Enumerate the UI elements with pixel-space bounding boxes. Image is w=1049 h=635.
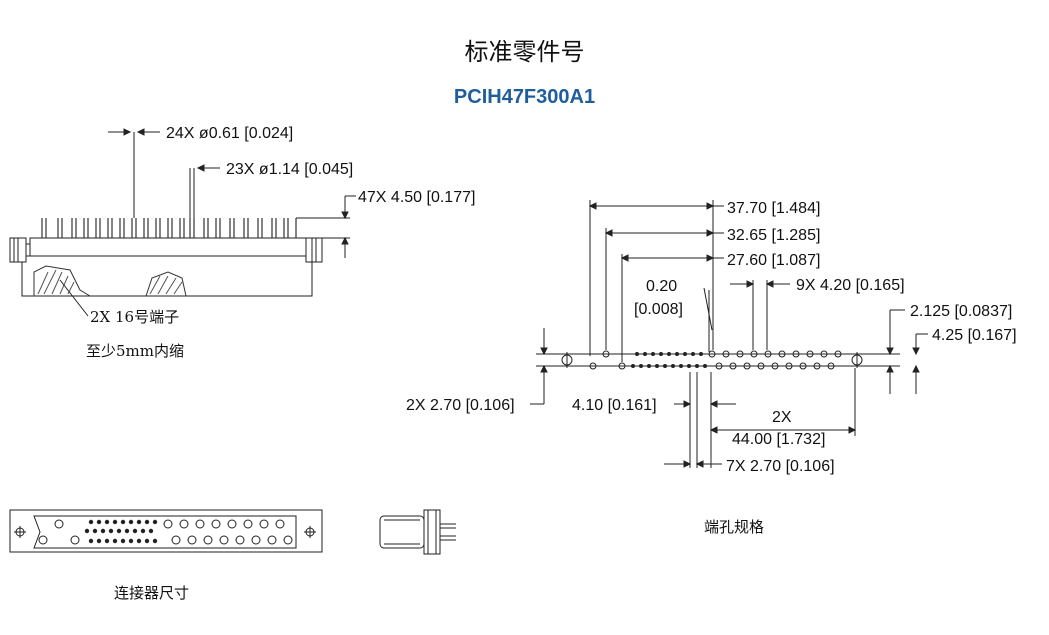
dim-gap-label: 4.10 [0.161]	[572, 397, 657, 414]
dim-pin-length-label: 47X 4.50 [0.177]	[358, 189, 475, 206]
dim-pin-small-label: 24X ø0.61 [0.024]	[166, 125, 293, 142]
dim-mount-count-label: 2X	[772, 409, 792, 426]
hole-spec-caption: 端孔规格	[704, 518, 764, 536]
dim-third-label: 27.60 [1.087]	[727, 252, 820, 269]
connector-caption: 连接器尺寸	[114, 584, 189, 602]
connector-end-view	[379, 509, 456, 555]
terminal-note-line2: 至少5mm内缩	[86, 342, 184, 360]
terminal-note-line1: 2X 16号端子	[90, 308, 179, 326]
dim-mount-height-label: 2X 2.70 [0.106]	[406, 397, 515, 414]
dim-overall-label: 37.70 [1.484]	[727, 200, 820, 217]
dim-second-label: 32.65 [1.285]	[727, 227, 820, 244]
dim-pitch-large-label: 9X 4.20 [0.165]	[796, 277, 905, 294]
dim-pitch-small-label: 7X 2.70 [0.106]	[726, 458, 835, 475]
hole-pattern-view	[530, 200, 928, 468]
dim-offset-value: 0.20	[646, 278, 677, 295]
dim-row-spacing-label: 4.25 [0.167]	[932, 327, 1017, 344]
dim-pin-large-label: 23X ø1.14 [0.045]	[226, 161, 353, 178]
page-title: 标准零件号	[464, 38, 585, 66]
connector-side-view	[9, 128, 356, 317]
dim-offset-inch: [0.008]	[634, 301, 683, 318]
dim-mount-spacing-label: 44.00 [1.732]	[732, 431, 825, 448]
part-number: PCIH47F300A1	[453, 86, 596, 108]
connector-front-view	[9, 509, 323, 553]
dim-row-offset-label: 2.125 [0.0837]	[910, 303, 1012, 320]
